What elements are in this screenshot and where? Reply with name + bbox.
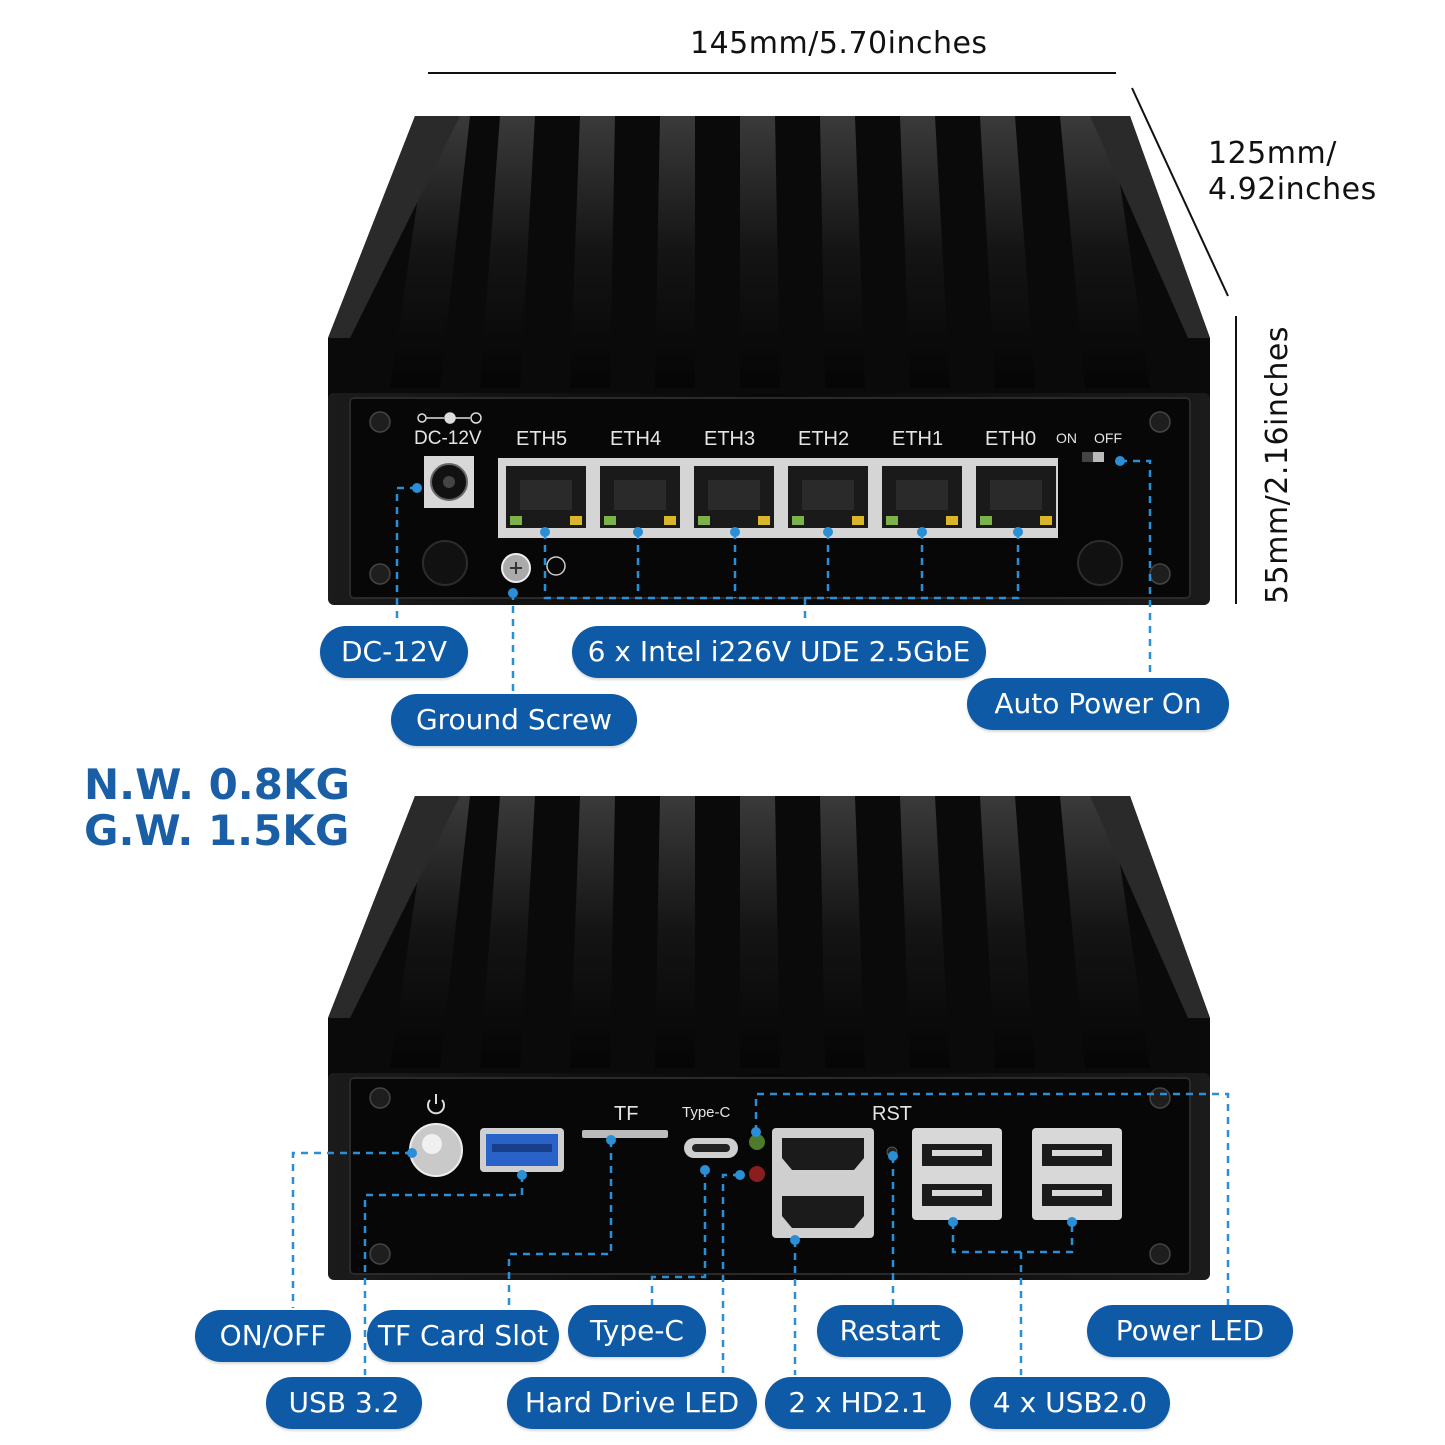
depth-dimension-label-line1: 125mm/ xyxy=(1208,136,1337,171)
eth5-label: ETH5 xyxy=(516,428,568,450)
eth2-label: ETH2 xyxy=(798,428,850,450)
callout-ground-screw: Ground Screw xyxy=(391,694,637,746)
net-weight: N.W. 0.8KG xyxy=(84,760,351,809)
eth0-label: ETH0 xyxy=(985,428,1037,450)
callout-restart: Restart xyxy=(817,1305,963,1357)
callout-hdmi-ports: 2 x HD2.1 xyxy=(765,1377,951,1429)
eth3-label: ETH3 xyxy=(704,428,756,450)
width-dimension-label: 145mm/5.70inches xyxy=(690,26,988,61)
switch-on-label: ON xyxy=(1056,430,1077,446)
callout-on-off: ON/OFF xyxy=(195,1310,351,1362)
callout-usb-2-0: 4 x USB2.0 xyxy=(970,1377,1170,1429)
callout-dc-12v: DC-12V xyxy=(320,626,468,678)
dimension-lines xyxy=(428,72,1237,604)
callout-ethernet-ports: 6 x Intel i226V UDE 2.5GbE xyxy=(572,626,986,678)
typec-port-label: Type-C xyxy=(682,1104,731,1121)
gross-weight: G.W. 1.5KG xyxy=(84,806,350,855)
tf-label: TF xyxy=(614,1103,639,1125)
callout-usb-3-2: USB 3.2 xyxy=(266,1377,422,1429)
eth4-label: ETH4 xyxy=(610,428,662,450)
depth-dimension-label-line2: 4.92inches xyxy=(1208,172,1377,207)
rst-label: RST xyxy=(872,1103,912,1125)
callout-power-led: Power LED xyxy=(1087,1305,1293,1357)
callout-tf-card-slot: TF Card Slot xyxy=(367,1310,559,1362)
callout-hard-drive-led: Hard Drive LED xyxy=(507,1377,757,1429)
dc-jack-label: DC-12V xyxy=(414,428,482,449)
mini-pc-front-view xyxy=(328,116,1210,605)
mini-pc-rear-view xyxy=(328,796,1210,1280)
callout-auto-power-on: Auto Power On xyxy=(967,678,1229,730)
callout-type-c: Type-C xyxy=(568,1305,706,1357)
switch-off-label: OFF xyxy=(1094,430,1122,446)
eth1-label: ETH1 xyxy=(892,428,944,450)
